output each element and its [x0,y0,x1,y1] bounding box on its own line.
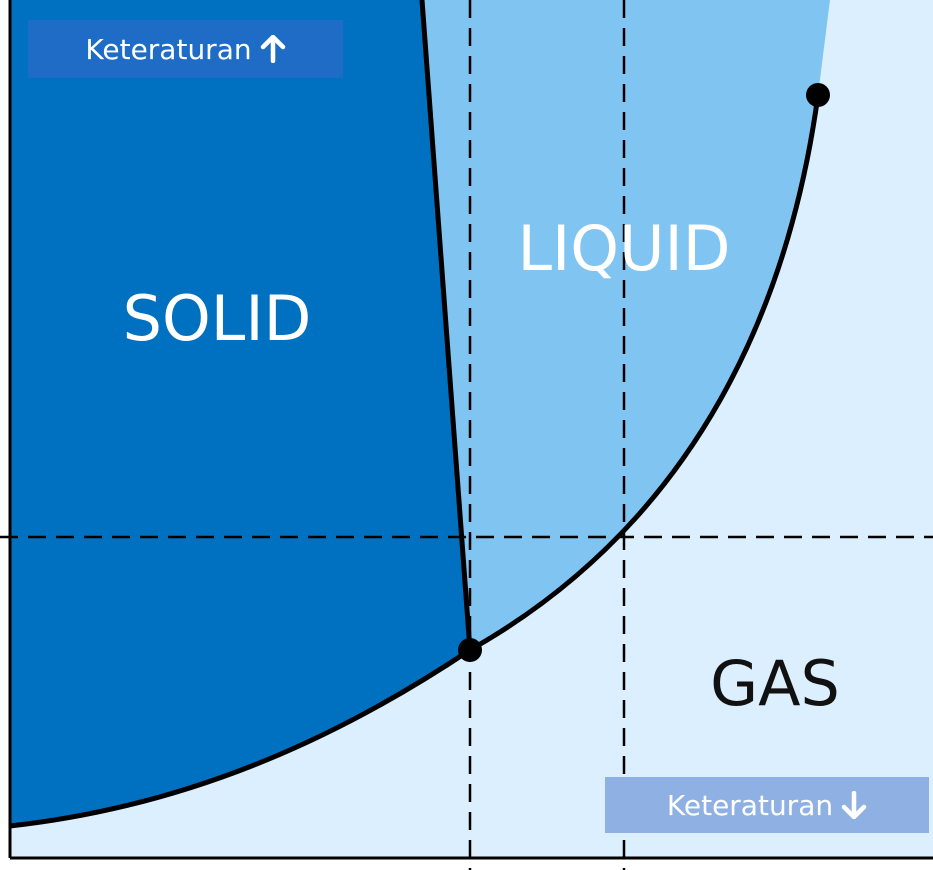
liquid-label: LIQUID [517,212,730,285]
order-increase-label: Keteraturan [85,32,252,66]
sublimation-curve [9,647,472,829]
vaporization-curve [468,94,821,653]
order-decrease-badge: Keteraturan [605,777,929,833]
solid-region [10,0,470,826]
critical-point [806,83,830,107]
liquid-region [422,0,830,650]
order-increase-badge: Keteraturan [28,20,343,78]
arrow-down-icon [841,791,867,819]
gas-label: GAS [710,647,840,720]
fusion-curve [419,0,473,651]
arrow-up-icon [260,35,286,63]
triple-point [458,638,482,662]
order-decrease-label: Keteraturan [666,788,834,822]
solid-label: SOLID [123,282,312,355]
